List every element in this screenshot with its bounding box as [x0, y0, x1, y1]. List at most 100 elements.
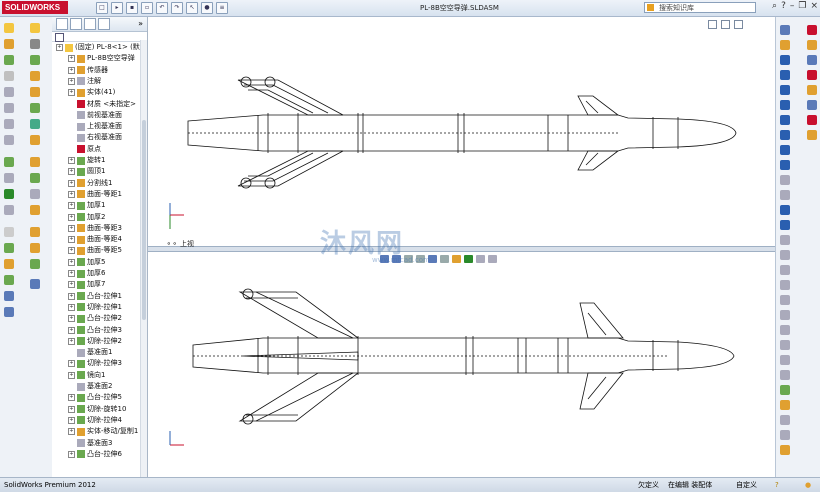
- rapid-sketch-icon[interactable]: [30, 279, 40, 289]
- minimize-button[interactable]: –: [789, 1, 795, 11]
- linear-pattern-icon[interactable]: [30, 39, 40, 49]
- tree-item[interactable]: +(固定) PL-8<1> (默: [56, 42, 140, 53]
- expand-toggle-icon[interactable]: +: [68, 168, 75, 176]
- tree-item[interactable]: 材质 <未指定>: [68, 99, 136, 110]
- tree-item[interactable]: +曲面-等距3: [68, 223, 122, 234]
- edit-appearance-icon[interactable]: [464, 255, 473, 263]
- trim-tool-icon[interactable]: [780, 250, 790, 260]
- mirror-tool-icon[interactable]: [780, 235, 790, 245]
- explode-line-icon[interactable]: [4, 119, 14, 129]
- rebuild-status-icon[interactable]: ●: [805, 481, 812, 489]
- open-icon[interactable]: ▸: [111, 2, 123, 14]
- scene-icon[interactable]: [780, 415, 790, 425]
- search-input[interactable]: 搜索知识库: [644, 2, 756, 13]
- status-custom[interactable]: 自定义: [736, 481, 757, 489]
- expand-toggle-icon[interactable]: +: [68, 281, 75, 289]
- bill-of-materials-icon[interactable]: [4, 103, 14, 113]
- expand-chevron-icon[interactable]: »: [138, 19, 143, 28]
- apply-scene-icon[interactable]: [476, 255, 485, 263]
- tree-item[interactable]: +镜向1: [68, 370, 105, 381]
- evaluate-icon[interactable]: [4, 307, 14, 317]
- tree-item[interactable]: +传感器: [68, 65, 108, 76]
- exit-sketch-icon[interactable]: [780, 385, 790, 395]
- repair-sketch-icon[interactable]: [30, 259, 40, 269]
- expand-toggle-icon[interactable]: +: [68, 157, 75, 164]
- tree-item[interactable]: +切除-拉伸4: [68, 415, 122, 426]
- interference-icon[interactable]: [30, 119, 40, 129]
- tree-item[interactable]: 上视基准面: [68, 121, 122, 132]
- expand-toggle-icon[interactable]: +: [68, 450, 75, 458]
- display-style-icon[interactable]: [440, 255, 449, 263]
- restore-button[interactable]: ❐: [798, 1, 807, 11]
- relations-tool-icon[interactable]: [780, 340, 790, 350]
- reference-geometry-icon[interactable]: [4, 87, 14, 97]
- task-pane-sketch-tools-icon[interactable]: [807, 40, 817, 50]
- move-entities-icon[interactable]: [30, 243, 40, 253]
- point-tool-icon[interactable]: [780, 205, 790, 215]
- file-properties-icon[interactable]: ≡: [216, 2, 228, 14]
- search-icon[interactable]: ⌕: [772, 1, 778, 11]
- insert-component-icon[interactable]: [30, 23, 40, 33]
- tree-item[interactable]: +曲面-等距1: [68, 189, 122, 200]
- smart-dimension-icon[interactable]: [30, 157, 40, 167]
- spline-icon[interactable]: [4, 189, 14, 199]
- tree-item[interactable]: +PL-8B空空导弹: [68, 53, 135, 64]
- assembly-icon[interactable]: [4, 23, 14, 33]
- tree-item[interactable]: +实体-移动/复制1: [68, 426, 138, 437]
- expand-toggle-icon[interactable]: +: [68, 224, 75, 232]
- exploded-view-icon[interactable]: [30, 103, 40, 113]
- tree-item[interactable]: +切除-拉伸1: [68, 302, 122, 313]
- polygon-tool-icon[interactable]: [780, 130, 790, 140]
- expand-toggle-icon[interactable]: +: [68, 326, 75, 334]
- expand-toggle-icon[interactable]: +: [68, 394, 75, 402]
- expand-toggle-icon[interactable]: +: [68, 202, 75, 210]
- new-icon[interactable]: □: [96, 2, 108, 14]
- zoom-fit-icon[interactable]: [380, 255, 389, 263]
- tree-item[interactable]: +凸台-拉伸2: [68, 313, 122, 324]
- sketch-icon[interactable]: [4, 157, 14, 167]
- tree-item[interactable]: +凸台-拉伸5: [68, 392, 122, 403]
- scrollbar-thumb[interactable]: [142, 120, 146, 320]
- grid-tool-icon[interactable]: [780, 355, 790, 365]
- new-motion-study-icon[interactable]: [30, 87, 40, 97]
- move-tool-icon[interactable]: [780, 310, 790, 320]
- tree-item[interactable]: 基准面1: [68, 347, 112, 358]
- dimension-tool-icon[interactable]: [780, 325, 790, 335]
- tree-item[interactable]: 右视基准面: [68, 132, 122, 143]
- expand-toggle-icon[interactable]: +: [68, 416, 75, 424]
- expand-toggle-icon[interactable]: +: [68, 270, 75, 277]
- arc-tool-icon[interactable]: [780, 115, 790, 125]
- expand-toggle-icon[interactable]: +: [68, 66, 75, 74]
- tree-item[interactable]: +旋转1: [68, 155, 105, 166]
- task-pane-rectangle-tool-icon[interactable]: [807, 70, 817, 80]
- expand-toggle-icon[interactable]: +: [68, 360, 75, 368]
- sketch-picture-icon[interactable]: [780, 370, 790, 380]
- help-icon[interactable]: ?: [781, 1, 786, 11]
- line-tool-icon[interactable]: [780, 55, 790, 65]
- tree-item[interactable]: +凸台-拉伸3: [68, 325, 122, 336]
- line-icon[interactable]: [4, 173, 14, 183]
- tree-item[interactable]: +分割线1: [68, 178, 112, 189]
- expand-toggle-icon[interactable]: +: [68, 89, 75, 97]
- view-orientation-icon[interactable]: [428, 255, 437, 263]
- ellipse-tool-icon[interactable]: [780, 160, 790, 170]
- task-pane-polygon-tool-icon[interactable]: [807, 130, 817, 140]
- assembly-features-icon[interactable]: [30, 71, 40, 81]
- tree-scrollbar[interactable]: [140, 40, 147, 477]
- offset-tool-icon[interactable]: [780, 280, 790, 290]
- circle-icon[interactable]: [30, 189, 40, 199]
- rectangle-tool-icon[interactable]: [780, 70, 790, 80]
- tree-item[interactable]: +加厚5: [68, 257, 105, 268]
- expand-toggle-icon[interactable]: +: [68, 371, 75, 379]
- tree-item[interactable]: 原点: [68, 144, 101, 155]
- rectangle-icon[interactable]: [30, 173, 40, 183]
- task-pane-line-tool-icon[interactable]: [807, 55, 817, 65]
- close-button[interactable]: ×: [810, 1, 818, 11]
- pattern-tool-icon[interactable]: [780, 295, 790, 305]
- tree-item[interactable]: +凸台-拉伸1: [68, 291, 122, 302]
- config-manager-tab-icon[interactable]: [84, 18, 96, 30]
- viewport-split-bar[interactable]: [148, 246, 775, 252]
- view-palette-icon[interactable]: [780, 445, 790, 455]
- select-icon[interactable]: ↖: [186, 2, 198, 14]
- mate-icon[interactable]: [4, 39, 14, 49]
